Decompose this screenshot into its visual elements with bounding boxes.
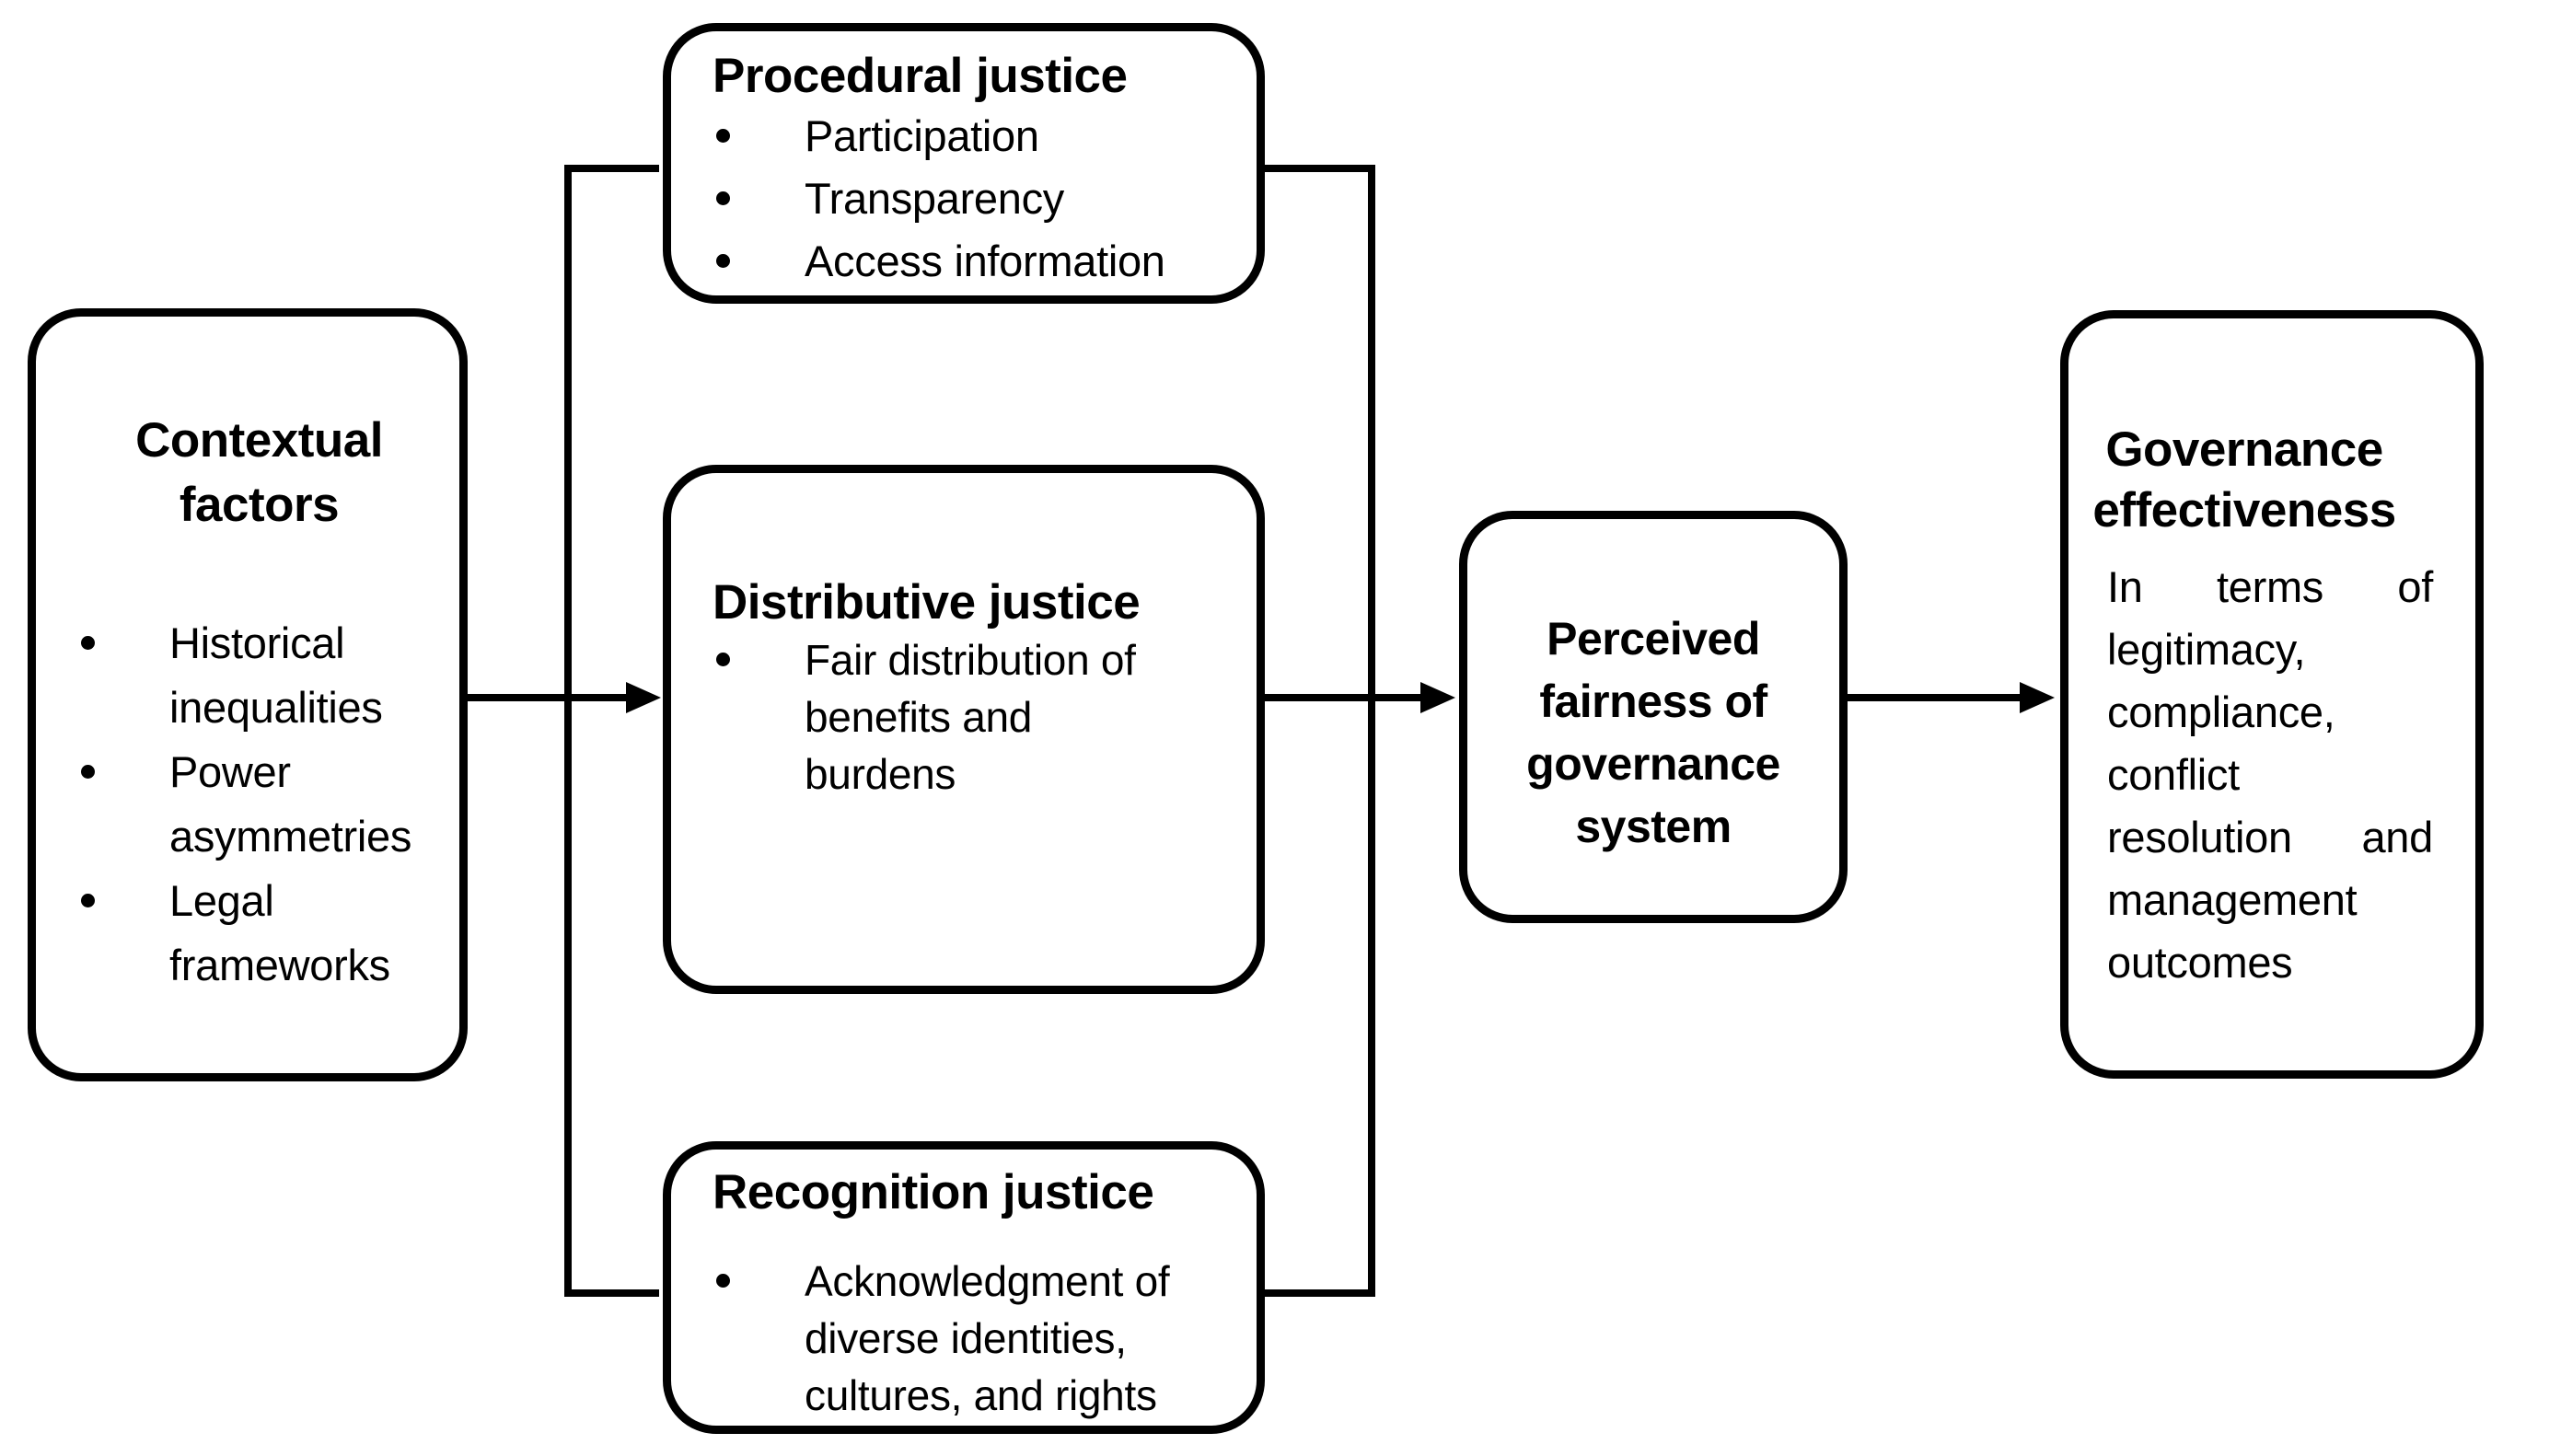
governance-body-line: compliance, [2107,688,2335,736]
bullet-text: diverse identities, [805,1314,1127,1362]
perceived-title: Perceived fairness of governance system [1477,607,1830,858]
node-governance-effectiveness: Governance effectiveness In terms of leg… [2060,310,2484,1079]
list-item: Acknowledgment of diverse identities, cu… [713,1253,1238,1424]
list-item: Fair distribution of benefits and burden… [713,631,1238,803]
bullet-text: Historical [169,618,345,667]
governance-body-line: legitimacy, [2107,625,2306,674]
bullet-text: burdens [805,750,956,798]
bullet-text: Power [169,747,291,796]
governance-body-line: outcomes [2107,938,2293,987]
list-item: Access information [713,230,1238,293]
bullet-text: Participation [805,111,1039,160]
bullet-dot-icon [81,636,95,650]
bullet-text: asymmetries [169,812,412,861]
contextual-title-line: factors [179,478,340,532]
bullet-dot-icon [716,129,730,143]
governance-title-line: effectiveness [2092,483,2396,537]
list-item: Legal frameworks [77,869,441,998]
bullet-text: benefits and [805,693,1033,741]
bullet-text: Transparency [805,174,1065,223]
distributive-bullet-list: Fair distribution of benefits and burden… [713,631,1238,803]
governance-body-line: In terms of [2107,562,2433,611]
bullet-text: Fair distribution of [805,636,1136,684]
bullet-dot-icon [716,191,730,205]
perceived-title-line: governance [1526,738,1780,790]
bullet-dot-icon [81,894,95,907]
node-perceived-fairness: Perceived fairness of governance system [1459,511,1848,923]
governance-title-line: Governance [2105,422,2383,477]
procedural-bullet-list: Participation Transparency Access inform… [713,105,1238,293]
procedural-title: Procedural justice [713,49,1128,103]
bullet-dot-icon [81,765,95,779]
arrowhead-to-governance-icon [2020,682,2055,713]
bullet-dot-icon [716,254,730,268]
recognition-bullet-list: Acknowledgment of diverse identities, cu… [713,1253,1238,1424]
perceived-title-line: Perceived [1547,613,1760,664]
bullet-dot-icon [716,1274,730,1288]
bullet-text: Access information [805,237,1165,285]
node-procedural-justice: Procedural justice Participation Transpa… [663,23,1265,304]
node-recognition-justice: Recognition justice Acknowledgment of di… [663,1141,1265,1434]
governance-body-line: resolution and [2107,813,2433,861]
governance-body-line: conflict [2107,750,2240,799]
bullet-text: cultures, and rights [805,1371,1157,1419]
bullet-text: inequalities [169,683,383,732]
bullet-text: frameworks [169,941,390,989]
arrowhead-to-perceived-icon [1420,682,1455,713]
arrowhead-to-distributive-icon [626,682,661,713]
node-distributive-justice: Distributive justice Fair distribution o… [663,465,1265,994]
bracket-left-connector [564,165,659,1297]
governance-body-line: management [2107,875,2358,924]
distributive-title: Distributive justice [713,575,1141,630]
perceived-title-line: system [1575,801,1732,852]
governance-title: Governance effectiveness [2068,420,2475,541]
list-item: Transparency [713,168,1238,230]
bullet-text: Legal [169,876,274,925]
bullet-dot-icon [716,653,730,666]
list-item: Historical inequalities [77,611,441,740]
governance-body: In terms of legitimacy, compliance, conf… [2068,556,2475,994]
list-item: Participation [713,105,1238,168]
list-item: Power asymmetries [77,740,441,869]
recognition-title: Recognition justice [713,1165,1154,1219]
perceived-title-line: fairness of [1539,676,1767,727]
contextual-bullet-list: Historical inequalities Power asymmetrie… [77,611,441,998]
bullet-text: Acknowledgment of [805,1257,1170,1305]
contextual-title: Contextual factors [77,409,441,537]
node-contextual-factors: Contextual factors Historical inequaliti… [28,308,468,1081]
bracket-right-connector [1265,165,1375,1297]
contextual-title-line: Contextual [135,413,383,468]
